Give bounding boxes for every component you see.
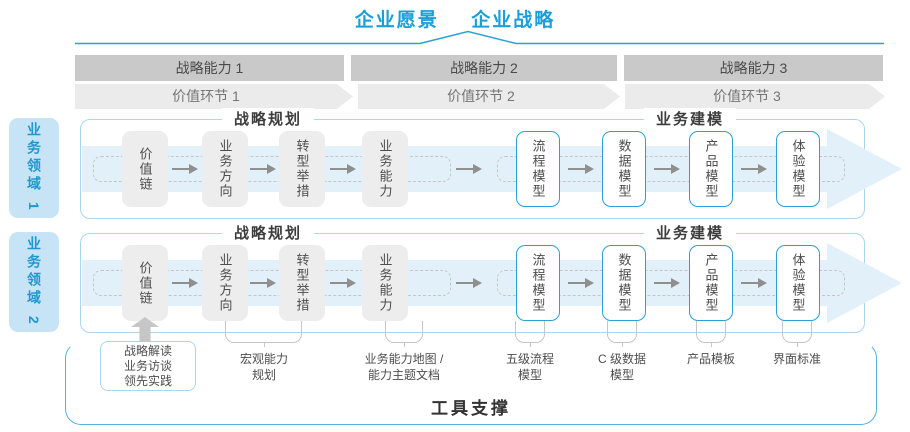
box-product-model: 产品模型 bbox=[689, 131, 733, 207]
box-data-model: 数据模型 bbox=[602, 245, 646, 321]
section-header-business-modeling: 业务建模 bbox=[643, 108, 737, 129]
capability-bar-1: 战略能力 1 bbox=[75, 55, 344, 81]
flow-arrow-icon bbox=[456, 164, 482, 174]
value-link-chevron-1: 价值环节 1 bbox=[75, 84, 353, 109]
note-interface-standard: 界面标准 bbox=[772, 352, 822, 366]
flow-arrow-icon bbox=[250, 278, 276, 288]
domain-label-1: 业务领域 1 bbox=[9, 118, 59, 218]
capability-bar-2: 战略能力 2 bbox=[351, 55, 617, 81]
flow-arrow-icon bbox=[741, 164, 767, 174]
capability-bar-3: 战略能力 3 bbox=[624, 55, 883, 81]
box-experience-model: 体验模型 bbox=[776, 245, 820, 321]
brace-connector-icon bbox=[607, 321, 637, 347]
box-data-model: 数据模型 bbox=[602, 131, 646, 207]
flow-arrow-icon bbox=[654, 278, 680, 288]
section-header-strategy-planning: 战略规划 bbox=[221, 222, 315, 243]
domain-row-1: 战略规划 业务建模 价值链 业务方向 转型举措 业务能力 流程模型 数据模型 产… bbox=[80, 108, 902, 219]
dashed-track-right bbox=[497, 270, 845, 296]
vision-title: 企业愿景 bbox=[354, 10, 439, 31]
box-value-chain: 价值链 bbox=[122, 245, 168, 321]
brace-connector-icon bbox=[225, 321, 302, 347]
note-macro-capability: 宏观能力 规划 bbox=[239, 352, 289, 382]
box-process-model: 流程模型 bbox=[516, 131, 560, 207]
brace-connector-icon bbox=[515, 321, 545, 347]
dashed-track-left bbox=[93, 270, 451, 296]
brace-connector-icon bbox=[696, 321, 726, 347]
box-experience-model: 体验模型 bbox=[776, 131, 820, 207]
box-business-capability: 业务能力 bbox=[362, 131, 408, 207]
box-process-model: 流程模型 bbox=[516, 245, 560, 321]
practice-note-box: 战略解读 业务访谈 领先实践 bbox=[100, 341, 196, 391]
box-value-chain: 价值链 bbox=[122, 131, 168, 207]
flow-arrow-icon bbox=[568, 164, 594, 174]
brace-connector-icon bbox=[782, 321, 812, 347]
dashed-track-left bbox=[93, 156, 451, 182]
section-header-business-modeling: 业务建模 bbox=[643, 222, 737, 243]
flow-arrow-icon bbox=[330, 278, 356, 288]
flow-arrow-icon bbox=[654, 164, 680, 174]
flow-arrow-icon bbox=[330, 164, 356, 174]
value-link-chevron-3: 价值环节 3 bbox=[625, 84, 885, 109]
page-title: 企业愿景 企业战略 bbox=[0, 5, 910, 32]
note-c-level-data: C 级数据 模型 bbox=[597, 352, 647, 382]
value-link-chevron-2: 价值环节 2 bbox=[358, 84, 620, 109]
flow-arrow-icon bbox=[568, 278, 594, 288]
section-header-strategy-planning: 战略规划 bbox=[221, 108, 315, 129]
flow-arrow-icon bbox=[172, 164, 198, 174]
note-five-level-process: 五级流程 模型 bbox=[505, 352, 555, 382]
peak-line-icon bbox=[75, 30, 884, 45]
box-business-direction: 业务方向 bbox=[202, 245, 248, 321]
brace-connector-icon bbox=[385, 321, 423, 347]
domain-row-2: 战略规划 业务建模 价值链 业务方向 转型举措 业务能力 流程模型 数据模型 产… bbox=[80, 222, 902, 333]
flow-arrow-icon bbox=[741, 278, 767, 288]
flow-arrow-icon bbox=[456, 278, 482, 288]
strategy-title: 企业战略 bbox=[471, 10, 556, 31]
box-transformation-measures: 转型举措 bbox=[279, 245, 325, 321]
box-product-model: 产品模型 bbox=[689, 245, 733, 321]
flow-arrow-icon bbox=[250, 164, 276, 174]
tool-support-label: 工具支撑 bbox=[431, 399, 511, 418]
box-transformation-measures: 转型举措 bbox=[279, 131, 325, 207]
note-capability-map: 业务能力地图 / 能力主题文档 bbox=[364, 352, 444, 382]
box-business-direction: 业务方向 bbox=[202, 131, 248, 207]
tool-support-container: 工具支撑 bbox=[65, 342, 877, 425]
note-product-template: 产品模板 bbox=[686, 352, 736, 366]
dashed-track-right bbox=[497, 156, 845, 182]
domain-label-2: 业务领域 2 bbox=[9, 232, 59, 332]
flow-arrow-icon bbox=[172, 278, 198, 288]
box-business-capability: 业务能力 bbox=[362, 245, 408, 321]
